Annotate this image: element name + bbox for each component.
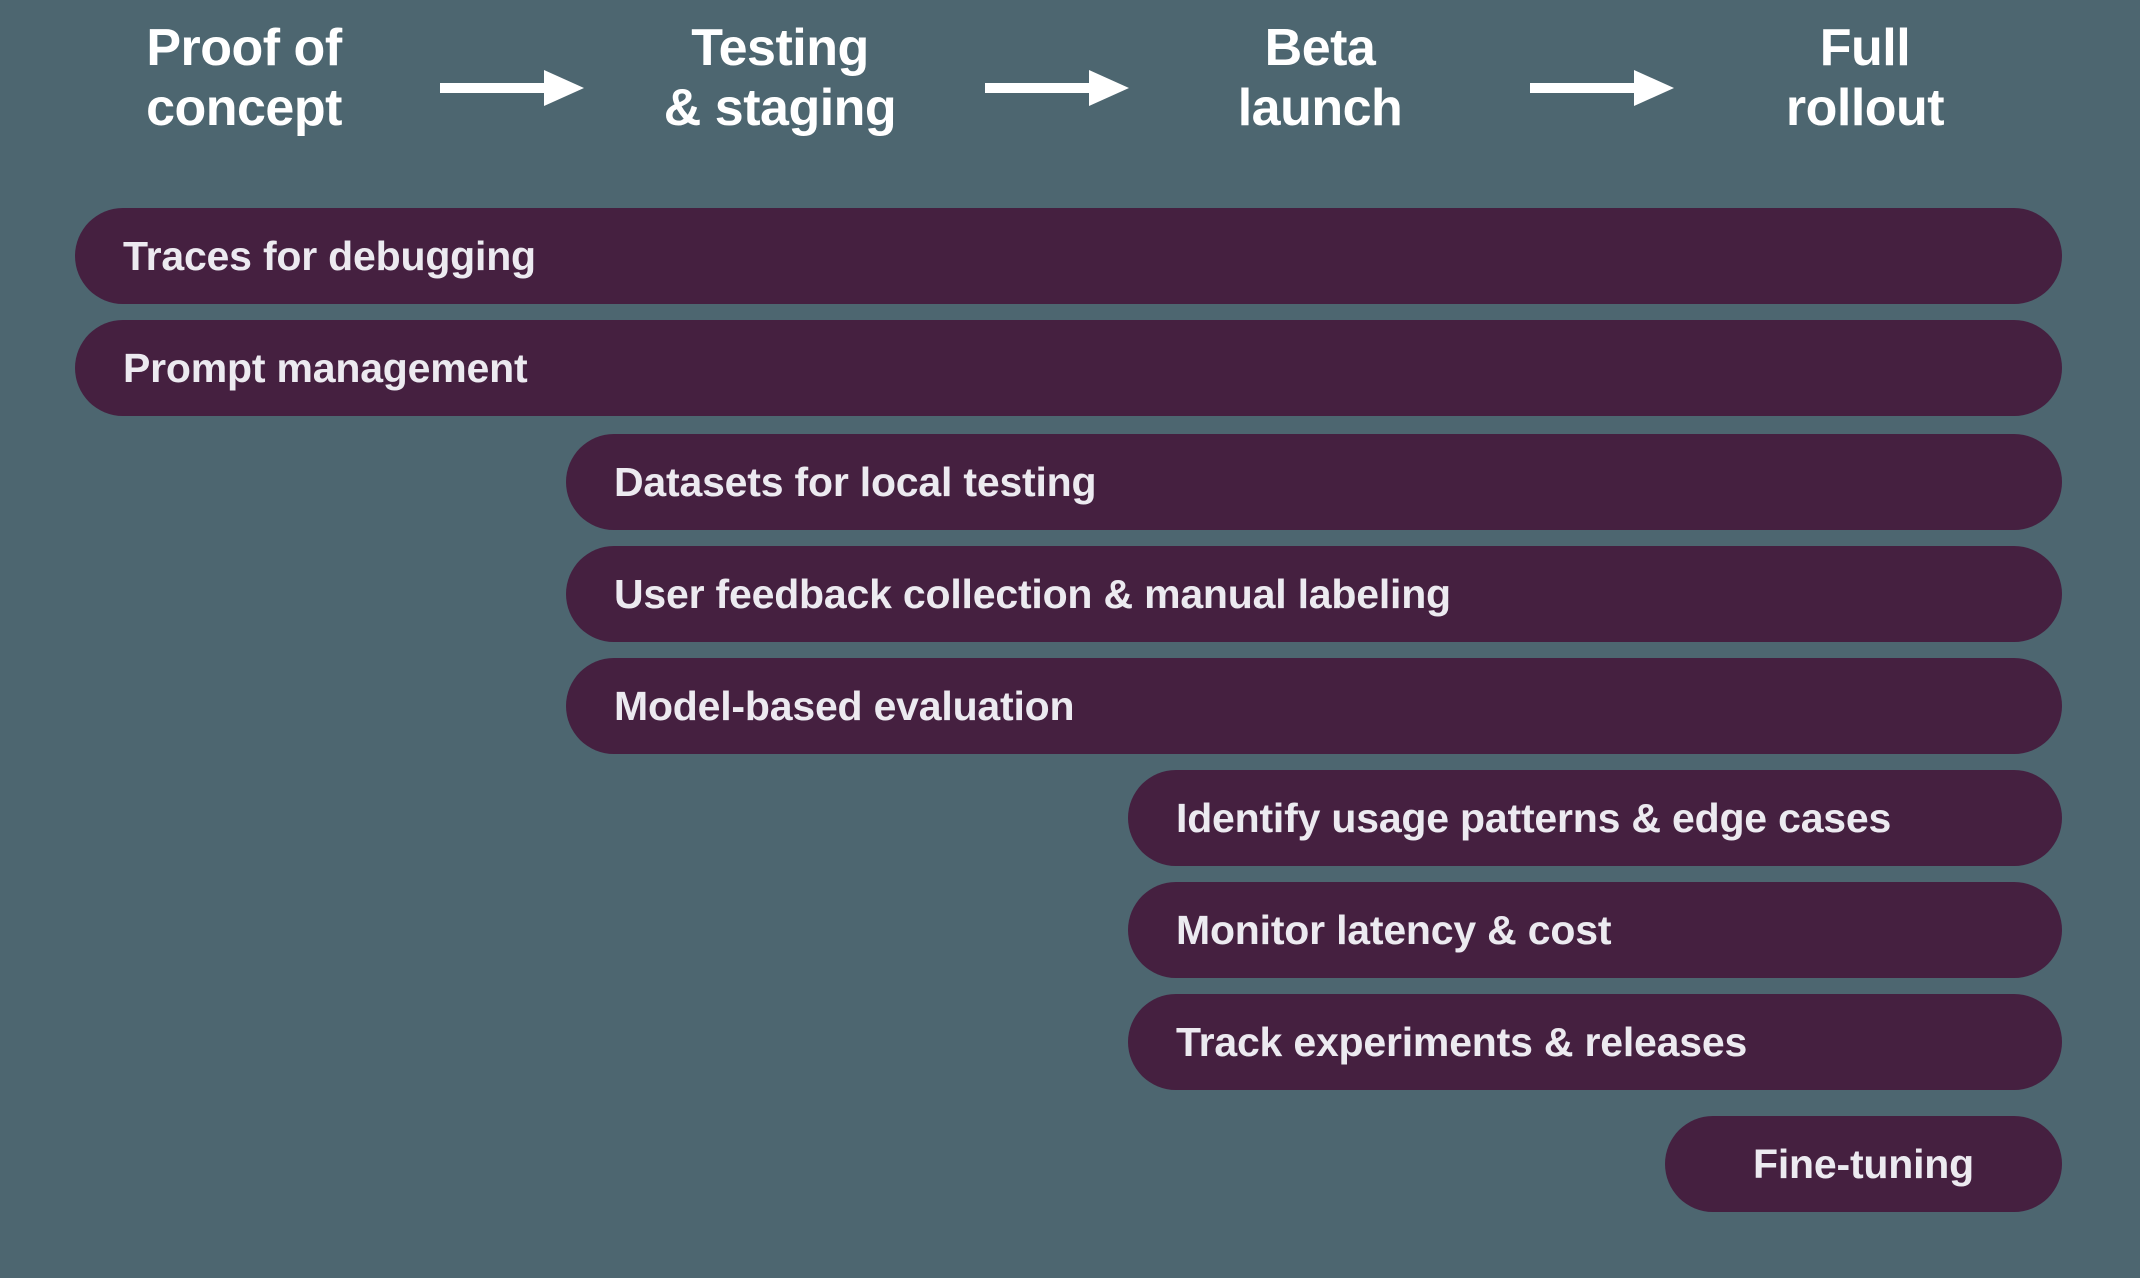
capability-bar-identify-usage-patterns-and-edge-cases[interactable]: Identify usage patterns & edge cases xyxy=(1128,770,2062,866)
capability-bar-label: Identify usage patterns & edge cases xyxy=(1176,794,1892,841)
capability-bar-model-based-evaluation[interactable]: Model-based evaluation xyxy=(566,658,2062,754)
arrow-right-icon xyxy=(1530,68,1676,108)
stage-label-line-1: Testing xyxy=(691,19,869,77)
stage-label-line-2: & staging xyxy=(663,79,897,138)
capability-bar-datasets-for-local-testing[interactable]: Datasets for local testing xyxy=(566,434,2062,530)
stage-label-line-1: Proof of xyxy=(146,19,342,77)
stage-label-testing-and-staging: Testing& staging xyxy=(580,18,980,139)
capability-bar-label: Fine-tuning xyxy=(1753,1140,1974,1187)
capability-bar-label: Prompt management xyxy=(123,344,528,391)
capability-bar-label: Monitor latency & cost xyxy=(1176,906,1612,953)
stage-label-line-2: concept xyxy=(146,79,342,138)
stage-label-line-2: launch xyxy=(1237,79,1403,138)
capability-bar-label: Model-based evaluation xyxy=(614,682,1075,729)
stage-label-line-1: Full xyxy=(1819,19,1911,77)
arrow-right-icon xyxy=(985,68,1131,108)
arrow-right-icon xyxy=(440,68,586,108)
capability-bar-prompt-management[interactable]: Prompt management xyxy=(75,320,2062,416)
capability-bar-label: Datasets for local testing xyxy=(614,458,1097,505)
capability-bar-traces-for-debugging[interactable]: Traces for debugging xyxy=(75,208,2062,304)
capability-bar-label: Track experiments & releases xyxy=(1176,1018,1748,1065)
capability-bar-user-feedback-collection-and-manual-labeling[interactable]: User feedback collection & manual labeli… xyxy=(566,546,2062,642)
stage-label-line-2: rollout xyxy=(1785,79,1945,138)
capability-bar-label: Traces for debugging xyxy=(123,232,536,279)
capability-bar-monitor-latency-and-cost[interactable]: Monitor latency & cost xyxy=(1128,882,2062,978)
capability-bar-fine-tuning[interactable]: Fine-tuning xyxy=(1665,1116,2062,1212)
stage-label-line-1: Beta xyxy=(1264,19,1376,77)
capability-bar-label: User feedback collection & manual labeli… xyxy=(614,570,1451,617)
capability-bar-track-experiments-and-releases[interactable]: Track experiments & releases xyxy=(1128,994,2062,1090)
